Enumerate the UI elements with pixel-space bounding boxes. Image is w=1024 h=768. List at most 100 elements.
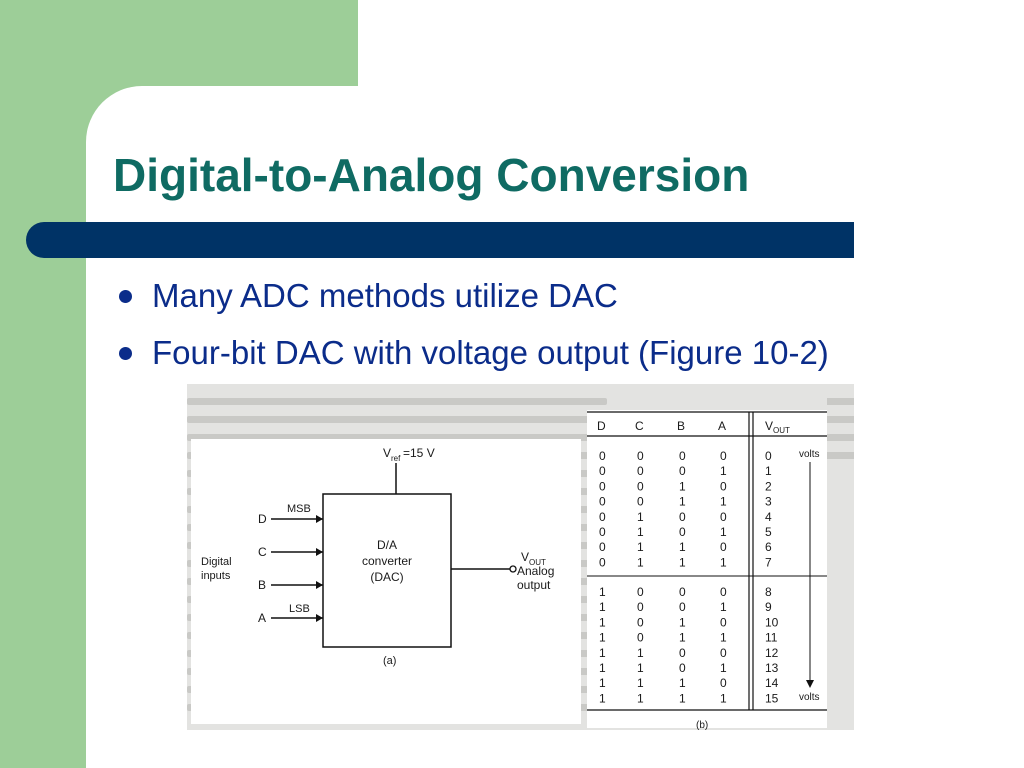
table-cell-bit: 1 (637, 510, 644, 524)
table-caption: (b) (696, 720, 708, 730)
table-cell-bit: 1 (637, 661, 644, 675)
table-cell-bit: 0 (720, 449, 727, 463)
table-cell-bit: 0 (720, 540, 727, 554)
table-cell-bit: 1 (720, 600, 727, 614)
table-cell-vout: 13 (765, 661, 779, 675)
table-cell-bit: 0 (637, 615, 644, 629)
table-cell-bit: 1 (599, 615, 606, 629)
box-line-3: (DAC) (370, 570, 403, 584)
green-left-strip (0, 0, 86, 768)
table-cell-bit: 0 (679, 585, 686, 599)
table-cell-vout: 14 (765, 676, 779, 690)
volts-bottom-label: volts (799, 692, 820, 703)
bullet-text: Many ADC methods utilize DAC (152, 277, 618, 314)
table-cell-bit: 1 (679, 615, 686, 629)
table-cell-bit: 1 (599, 631, 606, 645)
table-cell-bit: 0 (637, 600, 644, 614)
table-header-b: B (677, 419, 685, 433)
table-cell-bit: 1 (720, 525, 727, 539)
table-cell-vout: 5 (765, 525, 772, 539)
table-cell-vout: 6 (765, 540, 772, 554)
table-cell-bit: 1 (637, 540, 644, 554)
table-cell-bit: 0 (720, 646, 727, 660)
table-cell-bit: 1 (679, 676, 686, 690)
table-cell-vout: 15 (765, 691, 779, 705)
table-cell-vout: 12 (765, 646, 779, 660)
table-cell-bit: 1 (637, 555, 644, 569)
table-cell-bit: 0 (637, 631, 644, 645)
table-cell-bit: 1 (679, 631, 686, 645)
table-header-c: C (635, 419, 644, 433)
table-cell-bit: 1 (599, 585, 606, 599)
table-cell-bit: 0 (720, 510, 727, 524)
table-cell-bit: 1 (679, 479, 686, 493)
bullet-list: Many ADC methods utilize DAC Four-bit DA… (110, 272, 829, 386)
dac-diagram: V ref =15 V D/A converter (DAC) MSB LSB … (191, 439, 581, 724)
table-cell-bit: 0 (720, 585, 727, 599)
input-b-label: B (258, 578, 266, 592)
table-cell-bit: 0 (599, 449, 606, 463)
table-cell-bit: 1 (599, 691, 606, 705)
bullet-text: Four-bit DAC with voltage output (Figure… (152, 334, 829, 371)
table-cell-bit: 1 (637, 646, 644, 660)
input-a-label: A (258, 611, 266, 625)
table-cell-bit: 0 (637, 479, 644, 493)
table-cell-bit: 1 (720, 555, 727, 569)
msb-label: MSB (287, 503, 311, 515)
table-cell-vout: 7 (765, 555, 772, 569)
table-cell-vout: 1 (765, 464, 772, 478)
table-cell-bit: 1 (599, 600, 606, 614)
table-cell-bit: 1 (679, 555, 686, 569)
table-cell-bit: 1 (637, 525, 644, 539)
box-line-2: converter (362, 554, 412, 568)
title-rule-bar (26, 222, 854, 258)
vref-label: V (383, 446, 391, 460)
table-cell-bit: 0 (679, 646, 686, 660)
table-cell-bit: 0 (599, 525, 606, 539)
table-cell-bit: 0 (679, 510, 686, 524)
volts-arrow-icon (806, 680, 814, 688)
table-cell-bit: 1 (637, 676, 644, 690)
table-cell-bit: 0 (720, 479, 727, 493)
vout-subscript: OUT (529, 558, 546, 567)
table-cell-bit: 0 (637, 449, 644, 463)
table-cell-bit: 0 (720, 676, 727, 690)
box-line-1: D/A (377, 538, 397, 552)
dac-box (322, 493, 452, 648)
volts-top-label: volts (799, 449, 820, 460)
table-cell-bit: 1 (599, 646, 606, 660)
table-header-vout-subscript: OUT (773, 426, 790, 435)
table-header-vout: V (765, 419, 773, 433)
vout-label: V (521, 550, 529, 564)
table-cell-bit: 1 (720, 691, 727, 705)
vref-subscript: ref (391, 454, 401, 463)
diagram-caption: (a) (383, 655, 396, 667)
analog-output-line-2: output (517, 578, 551, 592)
digital-inputs-line-1: Digital (201, 556, 232, 568)
table-cell-vout: 10 (765, 615, 779, 629)
lsb-label: LSB (289, 603, 310, 615)
table-header-d: D (597, 419, 606, 433)
table-cell-bit: 0 (679, 449, 686, 463)
analog-output-line-1: Analog (517, 564, 554, 578)
table-cell-vout: 0 (765, 449, 772, 463)
table-cell-bit: 1 (720, 464, 727, 478)
table-cell-bit: 1 (679, 495, 686, 509)
table-cell-vout: 4 (765, 510, 772, 524)
table-cell-bit: 0 (720, 615, 727, 629)
output-terminal (509, 565, 517, 573)
table-cell-bit: 1 (679, 540, 686, 554)
input-c-label: C (258, 545, 267, 559)
table-cell-vout: 11 (765, 631, 778, 645)
input-d-label: D (258, 512, 267, 526)
table-cell-bit: 1 (599, 661, 606, 675)
table-cell-bit: 0 (637, 464, 644, 478)
table-cell-bit: 0 (599, 464, 606, 478)
bullet-item: Many ADC methods utilize DAC (110, 272, 829, 329)
table-cell-vout: 8 (765, 585, 772, 599)
table-cell-bit: 0 (679, 661, 686, 675)
table-cell-bit: 0 (679, 464, 686, 478)
vref-value: =15 V (403, 446, 435, 460)
table-cell-bit: 0 (599, 510, 606, 524)
